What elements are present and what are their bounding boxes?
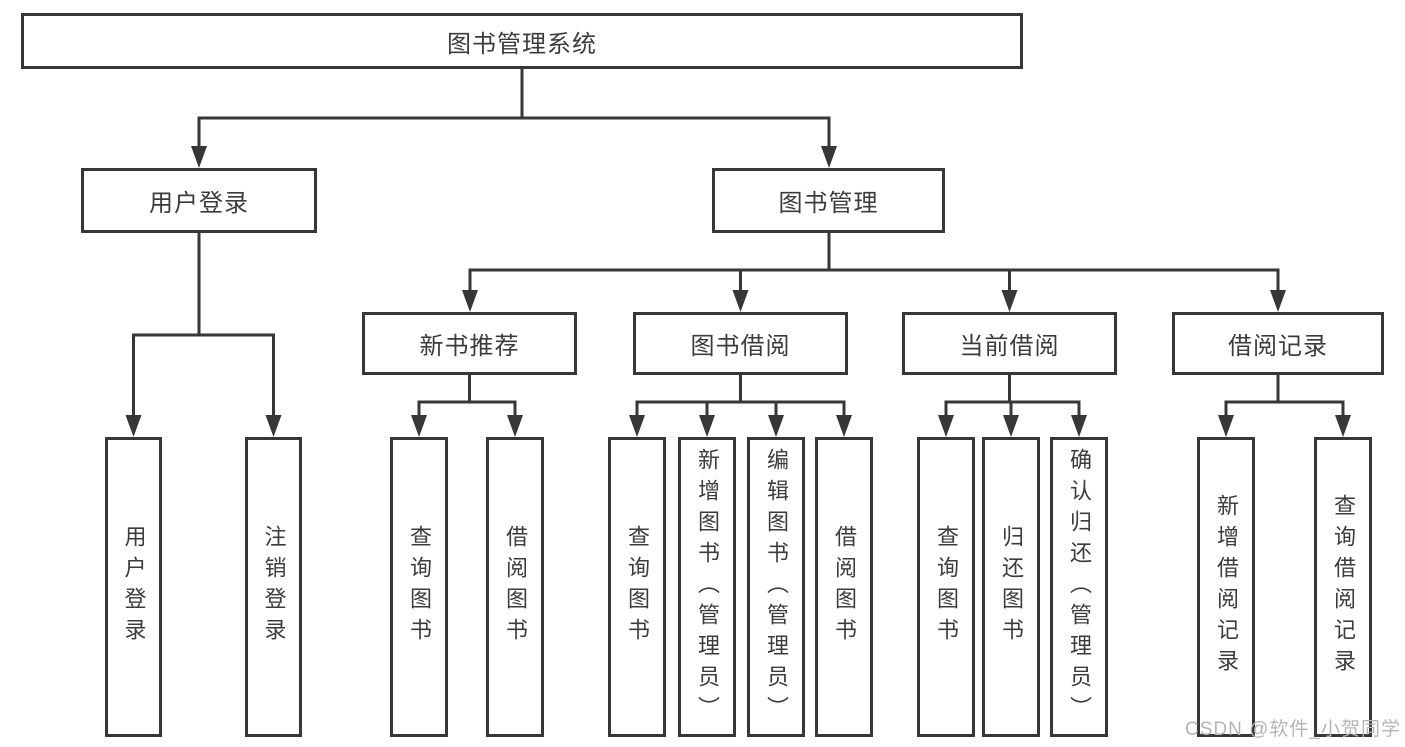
leaf-borrow-books-2-label: 借阅图书 bbox=[832, 525, 857, 649]
leaf-query-books-3: 查询图书 bbox=[917, 437, 975, 737]
node-user-login: 用户登录 bbox=[81, 168, 317, 233]
leaf-confirm-return-admin-label: 确认归还（管理员） bbox=[1067, 447, 1092, 727]
node-library-system: 图书管理系统 bbox=[21, 13, 1023, 69]
node-new-book-recommend-label: 新书推荐 bbox=[419, 333, 520, 360]
leaf-query-books-2: 查询图书 bbox=[608, 437, 666, 737]
node-borrow-records: 借阅记录 bbox=[1172, 312, 1384, 375]
leaf-add-books-admin-label: 新增图书（管理员） bbox=[695, 447, 720, 727]
node-new-book-recommend: 新书推荐 bbox=[362, 312, 577, 375]
leaf-borrow-books-2: 借阅图书 bbox=[815, 437, 873, 737]
node-library-system-label: 图书管理系统 bbox=[447, 30, 597, 58]
node-current-borrow: 当前借阅 bbox=[902, 312, 1117, 375]
leaf-query-books-1: 查询图书 bbox=[390, 437, 448, 737]
leaf-confirm-return-admin: 确认归还（管理员） bbox=[1050, 437, 1108, 737]
leaf-logout-label: 注销登录 bbox=[261, 525, 287, 649]
csdn-watermark: CSDN @软件_小贺同学 bbox=[1185, 719, 1401, 740]
leaf-return-books-label: 归还图书 bbox=[999, 525, 1024, 649]
leaf-edit-books-admin-label: 编辑图书（管理员） bbox=[764, 447, 789, 727]
leaf-query-borrow-record: 查询借阅记录 bbox=[1314, 437, 1372, 737]
leaf-borrow-books-1-label: 借阅图书 bbox=[503, 525, 528, 649]
node-book-management: 图书管理 bbox=[712, 168, 945, 233]
arrowhead-icons bbox=[125, 146, 1351, 437]
node-current-borrow-label: 当前借阅 bbox=[959, 333, 1060, 360]
leaf-query-books-1-label: 查询图书 bbox=[407, 525, 432, 649]
leaf-add-borrow-record-label: 新增借阅记录 bbox=[1214, 494, 1239, 680]
node-borrow-records-label: 借阅记录 bbox=[1228, 333, 1328, 360]
leaf-borrow-books-1: 借阅图书 bbox=[486, 437, 544, 737]
leaf-logout: 注销登录 bbox=[245, 437, 302, 737]
leaf-add-books-admin: 新增图书（管理员） bbox=[678, 437, 736, 737]
node-book-borrow: 图书借阅 bbox=[633, 312, 848, 375]
connector-path bbox=[132, 67, 1345, 423]
node-user-login-label: 用户登录 bbox=[149, 190, 249, 217]
leaf-query-borrow-record-label: 查询借阅记录 bbox=[1331, 494, 1356, 680]
leaf-add-borrow-record: 新增借阅记录 bbox=[1197, 437, 1255, 737]
leaf-user-login-label: 用户登录 bbox=[121, 525, 147, 649]
node-book-borrow-label: 图书借阅 bbox=[690, 333, 791, 360]
leaf-query-books-2-label: 查询图书 bbox=[625, 525, 650, 649]
leaf-user-login: 用户登录 bbox=[105, 437, 162, 737]
leaf-return-books: 归还图书 bbox=[982, 437, 1040, 737]
node-book-management-label: 图书管理 bbox=[778, 190, 879, 217]
leaf-edit-books-admin: 编辑图书（管理员） bbox=[747, 437, 805, 737]
leaf-query-books-3-label: 查询图书 bbox=[934, 525, 959, 649]
